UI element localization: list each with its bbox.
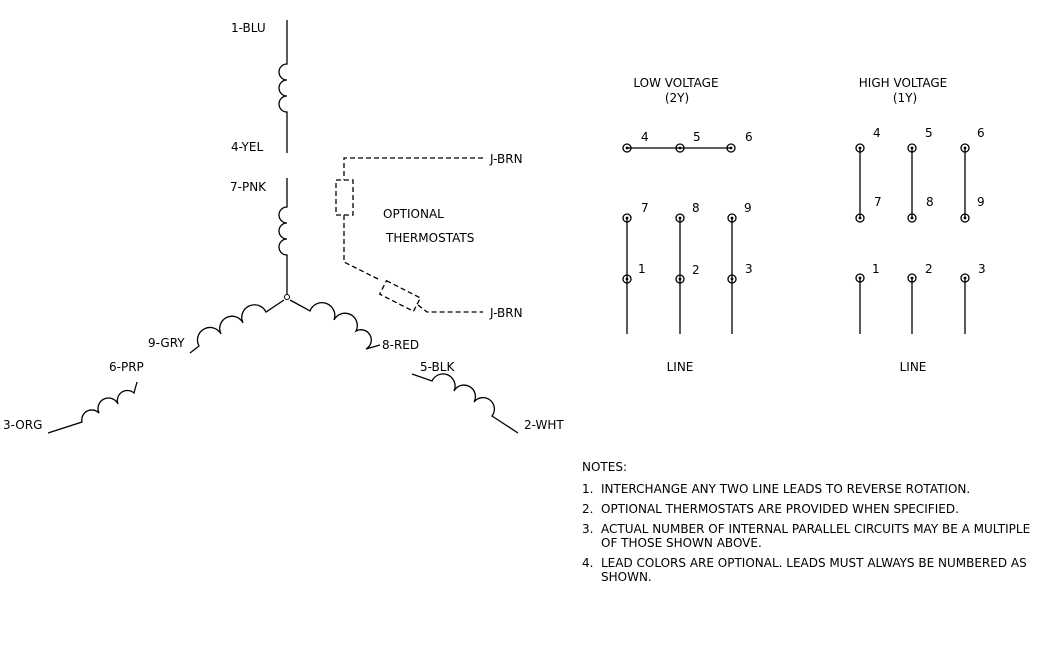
winding-1-4 [278,20,288,153]
lead-label-4: 4-YEL [231,140,263,154]
note-text: OPTIONAL THERMOSTATS ARE PROVIDED WHEN S… [601,502,959,516]
lead-label-2: 2-WHT [524,418,564,432]
thermostat-label-line2: THERMOSTATS [385,231,474,245]
winding-7-star [278,178,288,294]
winding-star-8 [289,299,381,350]
thermostat-lead-bottom: J-BRN [489,306,523,320]
lv-terminal-9: 9 [744,201,752,215]
hv-terminal-9: 9 [977,195,985,209]
winding-star-9 [189,299,285,354]
lv-terminal-3: 3 [745,262,753,276]
note-item: 4. LEAD COLORS ARE OPTIONAL. LEADS MUST … [582,556,1042,584]
winding-5-2 [411,373,519,434]
note-text: INTERCHANGE ANY TWO LINE LEADS TO REVERS… [601,482,971,496]
note-number: 3. [582,522,594,536]
note-item: 2. OPTIONAL THERMOSTATS ARE PROVIDED WHE… [582,502,1042,516]
lead-label-1: 1-BLU [231,21,266,35]
note-number: 4. [582,556,594,570]
thermostat-lead-top: J-BRN [489,152,523,166]
high-voltage-title: HIGH VOLTAGE [859,76,947,90]
star-point [284,294,290,300]
hv-terminal-1: 1 [872,262,880,276]
hv-terminal-3: 3 [978,262,986,276]
lv-terminal-8: 8 [692,201,700,215]
note-number: 2. [582,502,594,516]
low-voltage-wiring [622,143,737,334]
lead-label-6: 6-PRP [109,360,144,374]
lead-label-5: 5-BLK [420,360,455,374]
hv-terminal-5: 5 [925,126,933,140]
high-voltage-subtitle: (1Y) [893,91,917,105]
winding-6-3 [47,381,138,434]
low-voltage-title: LOW VOLTAGE [633,76,718,90]
hv-line-label: LINE [900,360,927,374]
high-voltage-wiring [855,143,970,334]
note-text: ACTUAL NUMBER OF INTERNAL PARALLEL CIRCU… [601,522,1031,550]
note-text: LEAD COLORS ARE OPTIONAL. LEADS MUST ALW… [601,556,1027,584]
notes-title: NOTES: [582,460,627,474]
lv-terminal-4: 4 [641,130,649,144]
lv-terminal-5: 5 [693,130,701,144]
lv-terminal-1: 1 [638,262,646,276]
lead-label-7: 7-PNK [230,180,267,194]
hv-terminal-8: 8 [926,195,934,209]
lead-label-3: 3-ORG [3,418,42,432]
hv-terminal-7: 7 [874,195,882,209]
note-item: 1. INTERCHANGE ANY TWO LINE LEADS TO REV… [582,482,1042,496]
low-voltage-subtitle: (2Y) [665,91,689,105]
hv-terminal-6: 6 [977,126,985,140]
lv-terminal-6: 6 [745,130,753,144]
lv-line-label: LINE [667,360,694,374]
thermostat-label-line1: OPTIONAL [383,207,444,221]
lead-label-8: 8-RED [382,338,419,352]
notes-section: NOTES: 1. INTERCHANGE ANY TWO LINE LEADS… [582,460,1042,590]
note-item: 3. ACTUAL NUMBER OF INTERNAL PARALLEL CI… [582,522,1042,550]
thermostat-circuit [335,157,483,313]
lv-terminal-2: 2 [692,263,700,277]
lv-terminal-7: 7 [641,201,649,215]
hv-terminal-4: 4 [873,126,881,140]
note-number: 1. [582,482,594,496]
hv-terminal-2: 2 [925,262,933,276]
lead-label-9: 9-GRY [148,336,185,350]
